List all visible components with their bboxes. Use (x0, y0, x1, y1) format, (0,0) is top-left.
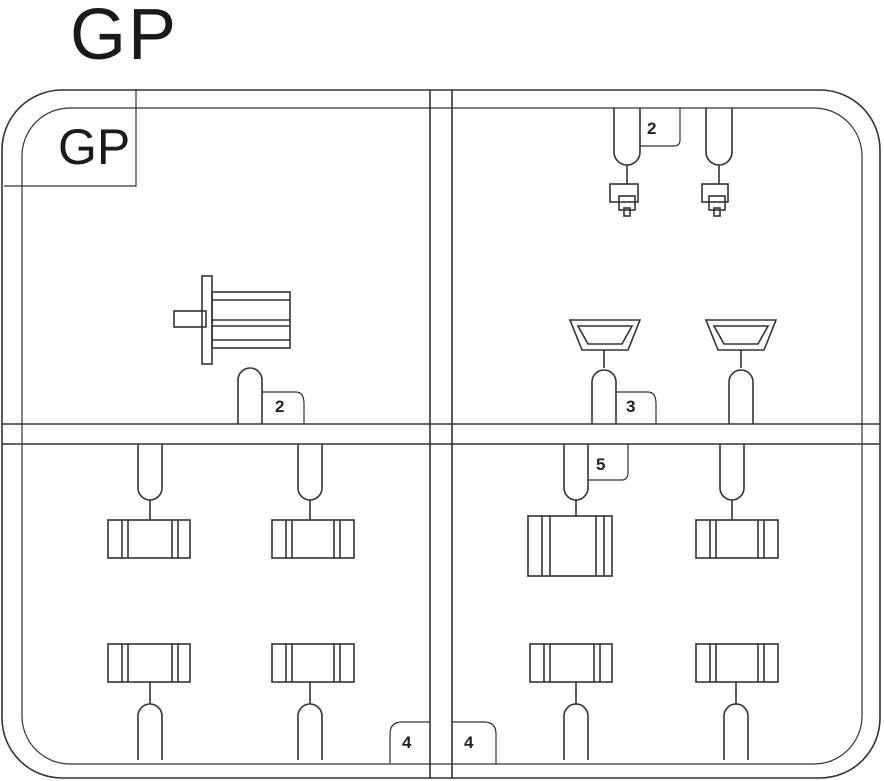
sheet-title: GP (70, 0, 179, 75)
cylinder-bl-4 (271, 643, 355, 760)
frame-label: GP (58, 119, 131, 175)
small-part-1 (609, 108, 681, 217)
tag-box-left (389, 721, 430, 764)
part-number-tag-left: 4 (402, 733, 412, 752)
outer-frame (1, 89, 881, 779)
label-box (4, 90, 137, 187)
cylinder-bl-2 (271, 444, 355, 559)
part-number-cylinder: 5 (596, 455, 605, 474)
inner-frame (21, 107, 863, 765)
tag-box-right (452, 721, 497, 764)
part-number-mount: 2 (275, 397, 284, 416)
mount-part (173, 275, 305, 424)
cylinder-br-1 (527, 444, 629, 577)
small-part-2 (701, 108, 733, 217)
tray-part-1 (568, 319, 657, 424)
cylinder-br-3 (529, 643, 613, 760)
part-number-small: 2 (647, 119, 656, 138)
part-number-tray: 3 (626, 397, 635, 416)
cylinder-br-2 (695, 444, 779, 559)
tray-part-2 (704, 319, 778, 424)
cylinder-br-4 (695, 643, 779, 760)
cylinder-bl-3 (107, 643, 191, 760)
cylinder-bl-1 (107, 444, 191, 559)
part-number-tag-right: 4 (464, 733, 474, 752)
